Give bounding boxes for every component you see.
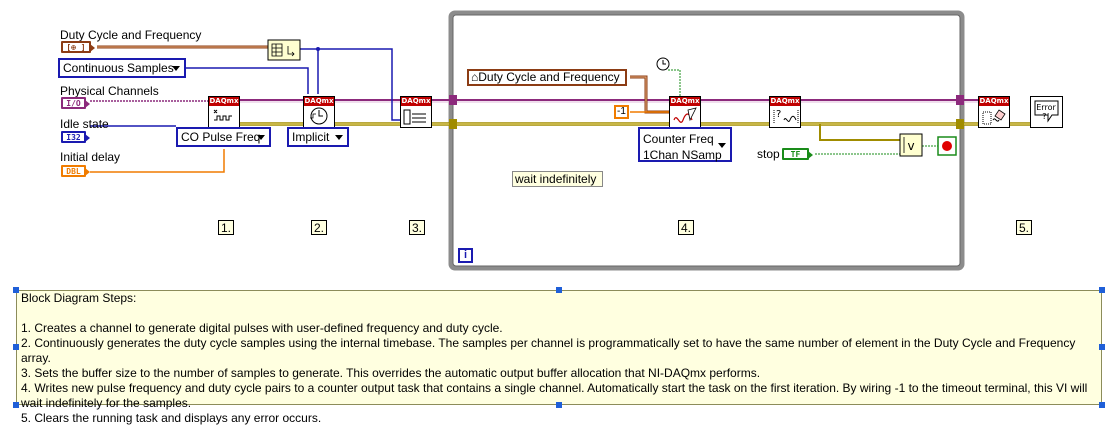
wait-indefinitely-comment: wait indefinitely bbox=[512, 171, 603, 187]
comment-line-2: 2. Continuously generates the duty cycle… bbox=[21, 336, 1076, 365]
dropdown-arrow-icon bbox=[257, 135, 265, 140]
error-handler-icon: Error ?! bbox=[1034, 100, 1059, 123]
stop-button-terminal[interactable]: TF bbox=[782, 148, 813, 160]
create-channel-icon bbox=[213, 109, 232, 121]
array-size-node bbox=[267, 39, 301, 61]
duty-cycle-frequency-label: Duty Cycle and Frequency bbox=[60, 28, 202, 42]
is-task-done-icon: ? bbox=[773, 109, 799, 124]
resize-handle-top-left[interactable] bbox=[13, 287, 19, 293]
step-label-2: 2. bbox=[311, 220, 327, 235]
write-selector-line2: 1Chan NSamp bbox=[643, 148, 722, 162]
iteration-terminal: i bbox=[458, 248, 473, 263]
resize-handle-bottom-left[interactable] bbox=[13, 402, 19, 408]
comment-line-1: 1. Creates a channel to generate digital… bbox=[21, 321, 503, 335]
daqmx-header: DAQmx bbox=[304, 97, 334, 106]
write-selector-line1: Counter Freq bbox=[643, 132, 714, 146]
daqmx-timing-node[interactable]: DAQmx bbox=[303, 96, 335, 128]
comment-line-4: 4. Writes new pulse frequency and duty c… bbox=[21, 381, 1088, 410]
timing-clock-icon bbox=[310, 107, 328, 125]
block-diagram-steps-comment[interactable]: Block Diagram Steps: 1. Creates a channe… bbox=[16, 290, 1102, 425]
or-node bbox=[899, 133, 923, 157]
simple-error-handler-node[interactable]: Error ?! bbox=[1030, 96, 1063, 128]
duty-cycle-frequency-terminal[interactable]: [⊕ ] bbox=[61, 41, 95, 53]
create-channel-polymorphic-selector[interactable]: CO Pulse Freq bbox=[176, 127, 271, 147]
initial-delay-terminal[interactable]: DBL bbox=[61, 165, 90, 177]
step-label-5: 5. bbox=[1016, 220, 1032, 235]
daqmx-header: DAQmx bbox=[770, 97, 800, 106]
resize-handle-middle-left[interactable] bbox=[13, 344, 19, 350]
dropdown-arrow-icon bbox=[718, 142, 726, 148]
error-wire bbox=[240, 122, 1030, 141]
resize-handle-middle-right[interactable] bbox=[1099, 344, 1105, 350]
duty-cycle-local-variable[interactable]: ⌂Duty Cycle and Frequency bbox=[467, 69, 627, 86]
svg-text:Error: Error bbox=[1036, 103, 1056, 112]
timing-polymorphic-selector[interactable]: Implicit bbox=[287, 127, 349, 147]
physical-channels-terminal[interactable]: I/O bbox=[61, 97, 90, 109]
physical-channels-label: Physical Channels bbox=[60, 84, 159, 98]
comment-line-3: 3. Sets the buffer size to the number of… bbox=[21, 366, 761, 380]
while-loop-frame bbox=[448, 10, 965, 271]
daqmx-create-channel-node[interactable]: DAQmx bbox=[208, 96, 240, 128]
step-label-1: 1. bbox=[218, 220, 234, 235]
create-channel-selector-value: CO Pulse Freq bbox=[181, 130, 261, 144]
svg-text:v: v bbox=[907, 139, 914, 153]
daqmx-clear-task-node[interactable]: DAQmx bbox=[978, 96, 1010, 128]
resize-handle-bottom-right[interactable] bbox=[1099, 402, 1105, 408]
local-variable-house-icon: ⌂ bbox=[471, 70, 479, 84]
local-variable-label: Duty Cycle and Frequency bbox=[478, 70, 620, 84]
buffer-config-icon bbox=[403, 109, 426, 125]
block-diagram-wires: v bbox=[90, 10, 1030, 271]
write-pencil-icon bbox=[673, 107, 697, 123]
dropdown-arrow-icon bbox=[172, 66, 180, 71]
svg-text:?: ? bbox=[776, 109, 781, 120]
resize-handle-top-center[interactable] bbox=[556, 287, 562, 293]
sample-mode-ring[interactable]: Continuous Samples bbox=[58, 58, 186, 78]
step-label-4: 4. bbox=[678, 220, 694, 235]
sample-mode-value: Continuous Samples bbox=[63, 61, 174, 75]
task-wire bbox=[90, 99, 978, 103]
svg-text:?!: ?! bbox=[1042, 112, 1049, 121]
daqmx-header: DAQmx bbox=[209, 97, 239, 106]
daqmx-write-node[interactable]: DAQmx bbox=[669, 96, 701, 128]
write-polymorphic-selector[interactable]: Counter Freq 1Chan NSamp bbox=[638, 127, 732, 162]
daqmx-header: DAQmx bbox=[979, 97, 1009, 106]
resize-handle-bottom-center[interactable] bbox=[556, 402, 562, 408]
initial-delay-label: Initial delay bbox=[60, 150, 121, 164]
idle-state-label: Idle state bbox=[60, 117, 109, 131]
comment-title: Block Diagram Steps: bbox=[21, 291, 137, 305]
daqmx-buffer-property-node[interactable]: DAQmx bbox=[400, 96, 432, 128]
idle-state-terminal[interactable]: I32 bbox=[61, 131, 90, 143]
timeout-constant[interactable]: -1 bbox=[614, 105, 629, 119]
resize-handle-top-right[interactable] bbox=[1099, 287, 1105, 293]
stop-label: stop bbox=[757, 147, 780, 161]
daqmx-is-task-done-node[interactable]: DAQmx ? bbox=[769, 96, 801, 128]
timing-selector-value: Implicit bbox=[292, 130, 330, 144]
dropdown-arrow-icon bbox=[335, 135, 343, 140]
comment-line-5: 5. Clears the running task and displays … bbox=[21, 411, 322, 425]
step-label-3: 3. bbox=[409, 220, 425, 235]
daqmx-header: DAQmx bbox=[401, 97, 431, 106]
clear-task-eraser-icon bbox=[982, 109, 1006, 125]
daqmx-header: DAQmx bbox=[670, 97, 700, 106]
